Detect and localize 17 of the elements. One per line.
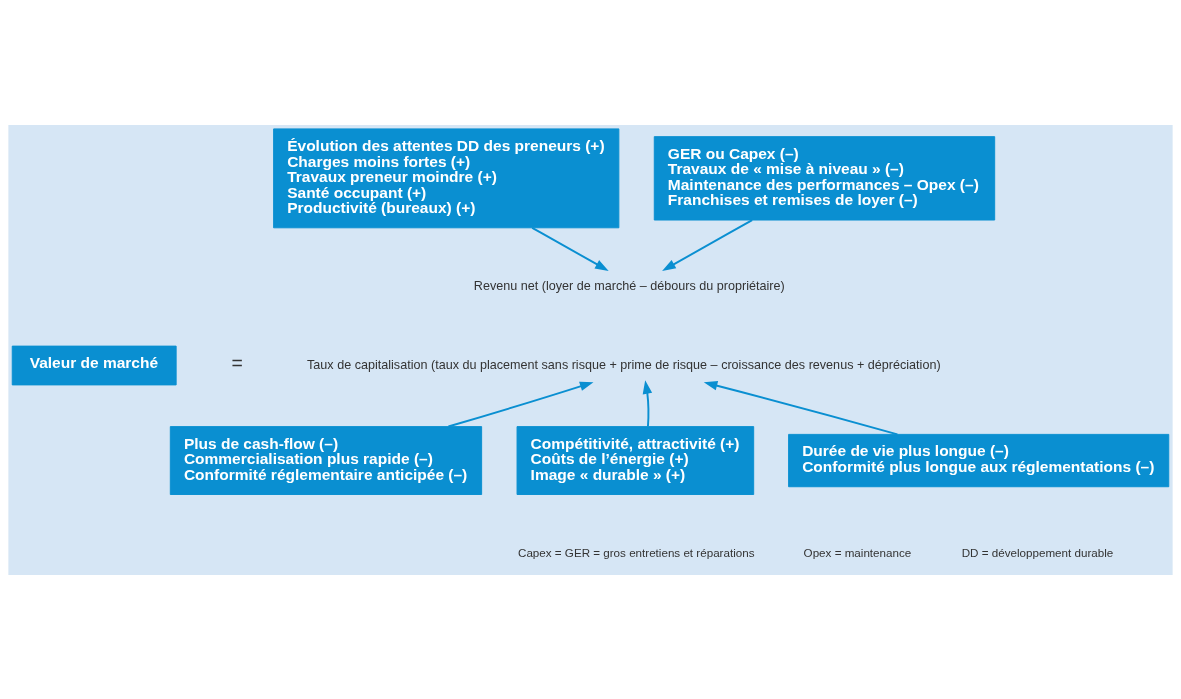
label: = [231,351,243,374]
node-box: GER ou Capex (–) Travaux de « mise à niveau » (–) Maintenance des performances – Opex (–) Franchises et remises de loyer (–) [653,135,996,221]
node-box: Durée de vie plus longue (–) Conformité plus longue aux réglementations (–) [788,433,1170,487]
node-text: Revenu net (loyer de marché – débours du propriétaire) [473,278,785,293]
node-box: Plus de cash-flow (–) Commercialisation plus rapide (–) Conformité réglementaire anticipée (–) [169,425,483,495]
label: Capex = GER = gros entretiens et réparations [518,545,755,559]
arrow [447,381,594,427]
node-text: Taux de capitalisation (taux du placement sans risque + prime de risque – croissance des revenus + dépréciation) [307,357,941,372]
arrow [642,379,653,427]
label: Opex = maintenance [803,545,912,559]
arrow [662,218,754,271]
arrow [531,226,609,271]
node-box: Évolution des attentes DD des preneurs (+) Charges moins fortes (+) Travaux preneur moindre (+) Santé occupant (+) Productivité (bureaux) (+) [273,127,620,228]
label: DD = développement durable [961,545,1114,559]
node-box: Compétitivité, attractivité (+) Coûts de l’énergie (+) Image « durable » (+) [516,425,755,495]
node-box: Valeur de marché [11,345,177,385]
arrow [703,380,899,435]
